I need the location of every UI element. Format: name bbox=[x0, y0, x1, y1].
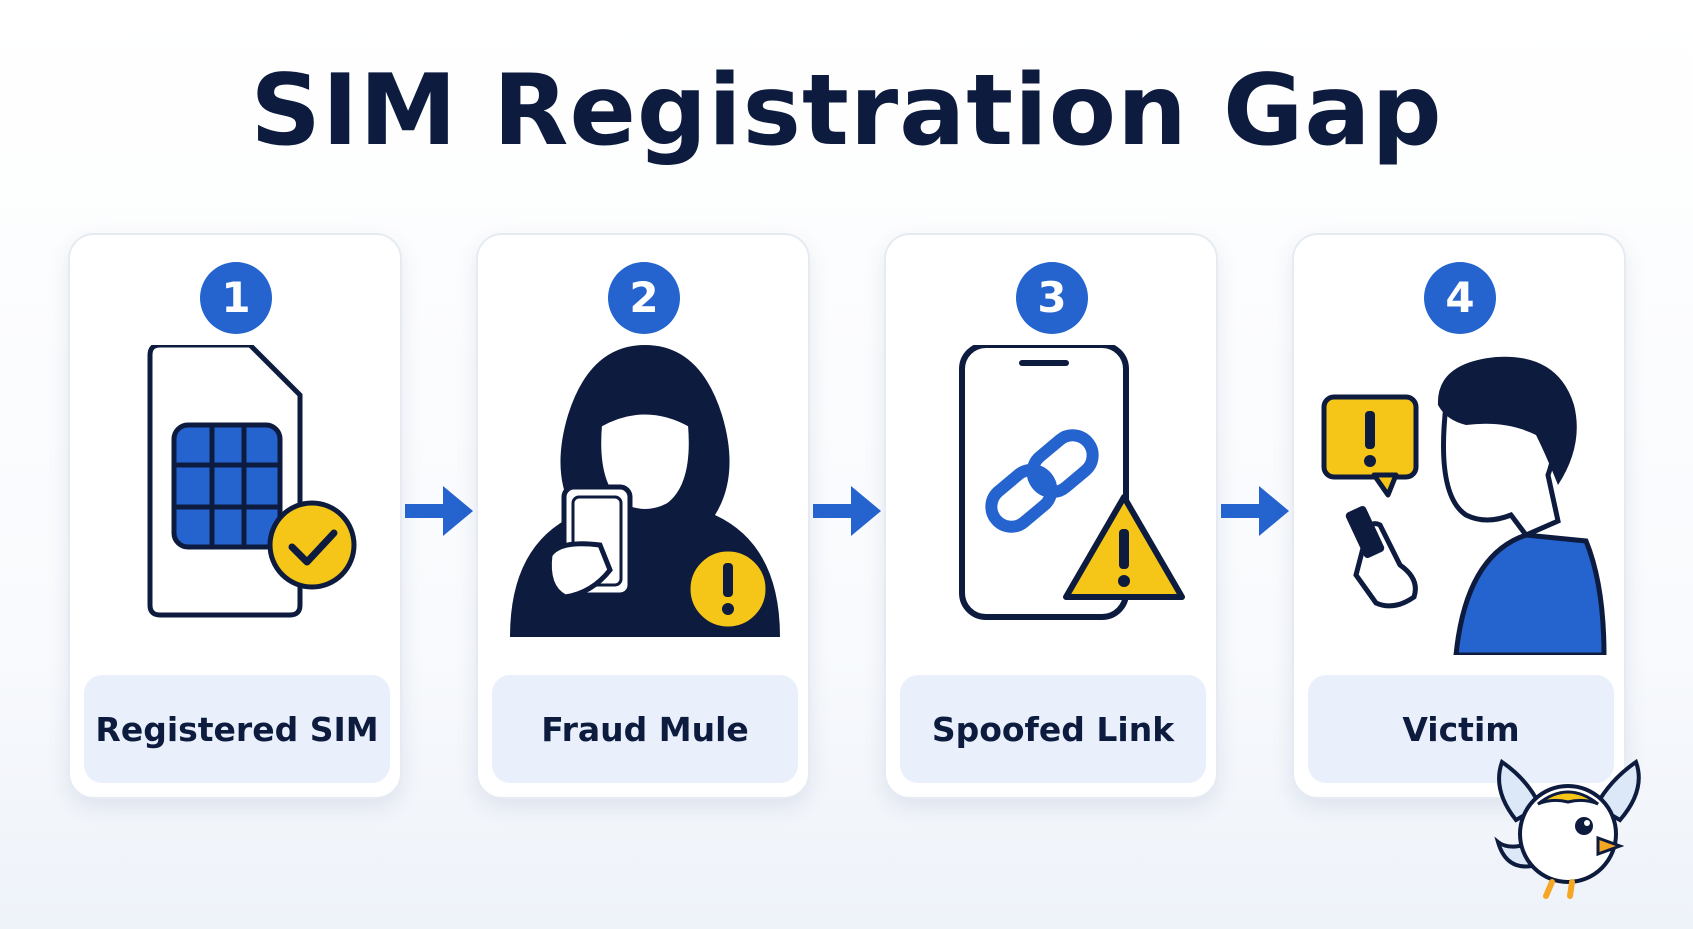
exclamation-bubble-icon bbox=[1321, 394, 1419, 498]
checkmark-icon bbox=[267, 500, 357, 590]
link-icon bbox=[985, 429, 1099, 533]
step-number-badge: 4 bbox=[1424, 262, 1496, 334]
warning-circle-icon bbox=[685, 546, 771, 632]
step-label: Victim bbox=[1308, 675, 1614, 783]
step-number-badge: 2 bbox=[608, 262, 680, 334]
arrow-right-icon bbox=[1221, 486, 1289, 536]
warning-triangle-icon bbox=[1063, 494, 1185, 600]
step-number-badge: 1 bbox=[200, 262, 272, 334]
step-card-4: 4 Victim bbox=[1292, 233, 1626, 799]
arrow-right-icon bbox=[405, 486, 473, 536]
sim-card-icon bbox=[147, 345, 357, 618]
phone-icon bbox=[959, 345, 1185, 620]
hooded-figure-icon bbox=[510, 345, 780, 637]
step-label: Spoofed Link bbox=[900, 675, 1206, 783]
page-title: SIM Registration Gap bbox=[250, 54, 1443, 168]
step-card-2: 2 Fraud Mule bbox=[476, 233, 810, 799]
step-number-badge: 3 bbox=[1016, 262, 1088, 334]
step-card-3: 3 Spoofed Link bbox=[884, 233, 1218, 799]
step-label: Registered SIM bbox=[84, 675, 390, 783]
bird-mascot-icon bbox=[1494, 758, 1641, 899]
step-label: Fraud Mule bbox=[492, 675, 798, 783]
step-card-1: 1 Registered SIM bbox=[68, 233, 402, 799]
arrow-right-icon bbox=[813, 486, 881, 536]
person-icon bbox=[1321, 356, 1607, 655]
